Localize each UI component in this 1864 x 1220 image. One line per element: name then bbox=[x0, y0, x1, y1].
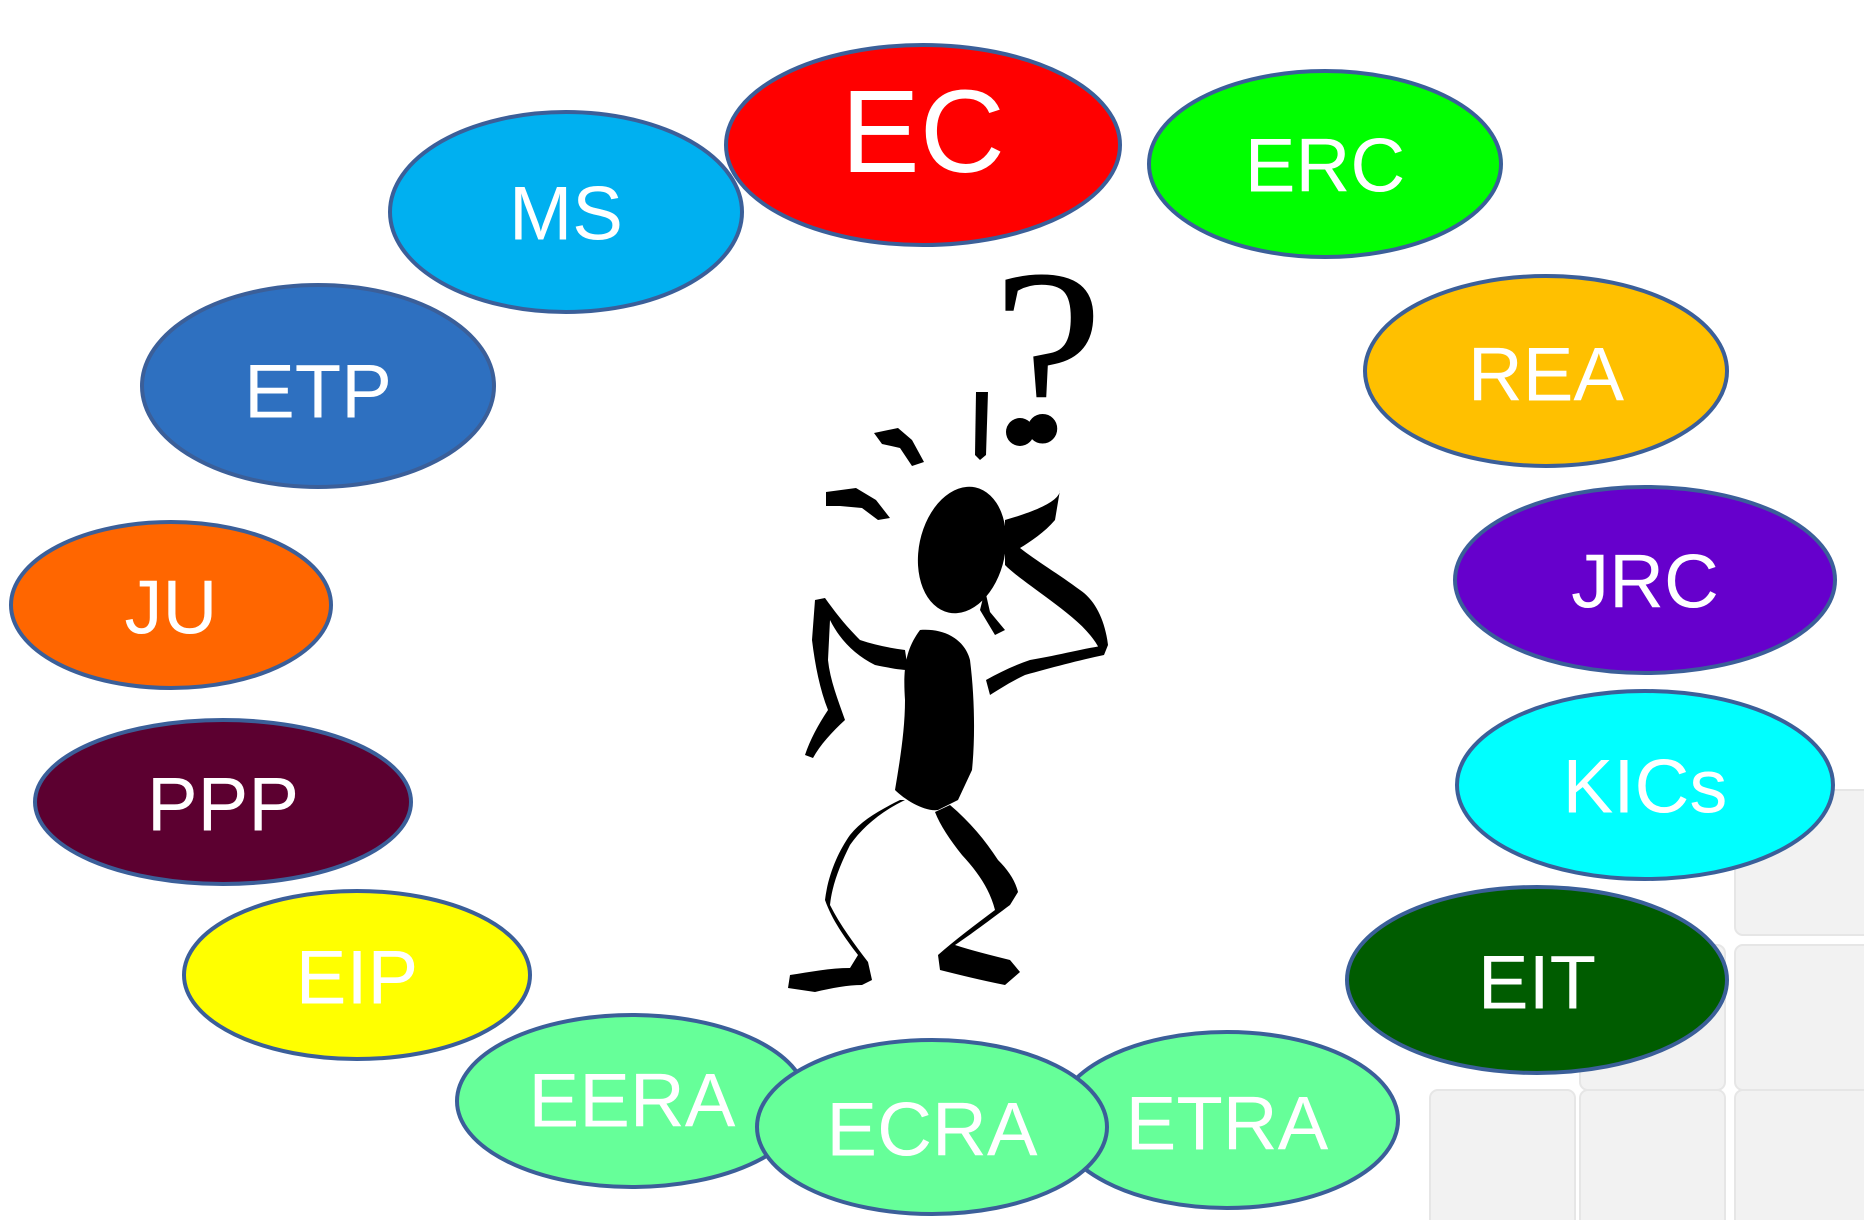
bubble-label: PPP bbox=[147, 763, 299, 848]
bubble-group: EC ERC MS ETP REA JRC JU PPP bbox=[9, 43, 1837, 1216]
bubble-eera: EERA bbox=[455, 1013, 809, 1189]
bubble-ec: EC bbox=[724, 43, 1122, 247]
bubble-eip: EIP bbox=[182, 889, 532, 1061]
bubble-label: ECRA bbox=[826, 1088, 1037, 1173]
bubble-etp: ETP bbox=[140, 283, 496, 489]
bubble-ellipse bbox=[1453, 485, 1837, 675]
bubble-ecra: ECRA bbox=[755, 1038, 1109, 1216]
bubble-ellipse bbox=[182, 889, 532, 1061]
bubble-ms: MS bbox=[388, 110, 744, 314]
confused-stick-figure-icon: ? bbox=[788, 218, 1108, 992]
bubble-label: MS bbox=[509, 172, 623, 257]
bubble-label: REA bbox=[1468, 333, 1625, 418]
bubble-label: EIT bbox=[1478, 941, 1596, 1026]
bubble-label: ETRA bbox=[1126, 1082, 1329, 1167]
bubble-ju: JU bbox=[9, 520, 333, 690]
bubble-ellipse bbox=[388, 110, 744, 314]
bubble-rea: REA bbox=[1363, 274, 1729, 468]
bubble-label: EERA bbox=[529, 1059, 736, 1144]
bubble-label: KICs bbox=[1563, 745, 1728, 830]
bubble-label: EC bbox=[841, 66, 1005, 198]
bubble-eit: EIT bbox=[1345, 885, 1729, 1075]
question-mark-icon: ? bbox=[993, 218, 1104, 495]
bubble-ellipse bbox=[1345, 885, 1729, 1075]
bubble-jrc: JRC bbox=[1453, 485, 1837, 675]
bubble-ellipse bbox=[755, 1038, 1109, 1216]
bubble-ellipse bbox=[9, 520, 333, 690]
bubble-kics: KICs bbox=[1455, 689, 1835, 881]
bubble-label: ETP bbox=[244, 350, 392, 435]
bubble-ellipse bbox=[1147, 69, 1503, 259]
bubble-label: JRC bbox=[1571, 540, 1719, 625]
bubble-ellipse bbox=[1363, 274, 1729, 468]
bubble-ellipse bbox=[33, 718, 413, 886]
bubble-ellipse bbox=[140, 283, 496, 489]
bubble-ppp: PPP bbox=[33, 718, 413, 886]
bubble-ellipse bbox=[1455, 689, 1835, 881]
bubble-ellipse bbox=[724, 43, 1122, 247]
bubble-label: EIP bbox=[296, 936, 419, 1021]
bubble-label: JU bbox=[125, 566, 218, 651]
bubble-erc: ERC bbox=[1147, 69, 1503, 259]
bubble-label: ERC bbox=[1245, 124, 1405, 209]
bubble-etra: ETRA bbox=[1054, 1030, 1400, 1210]
